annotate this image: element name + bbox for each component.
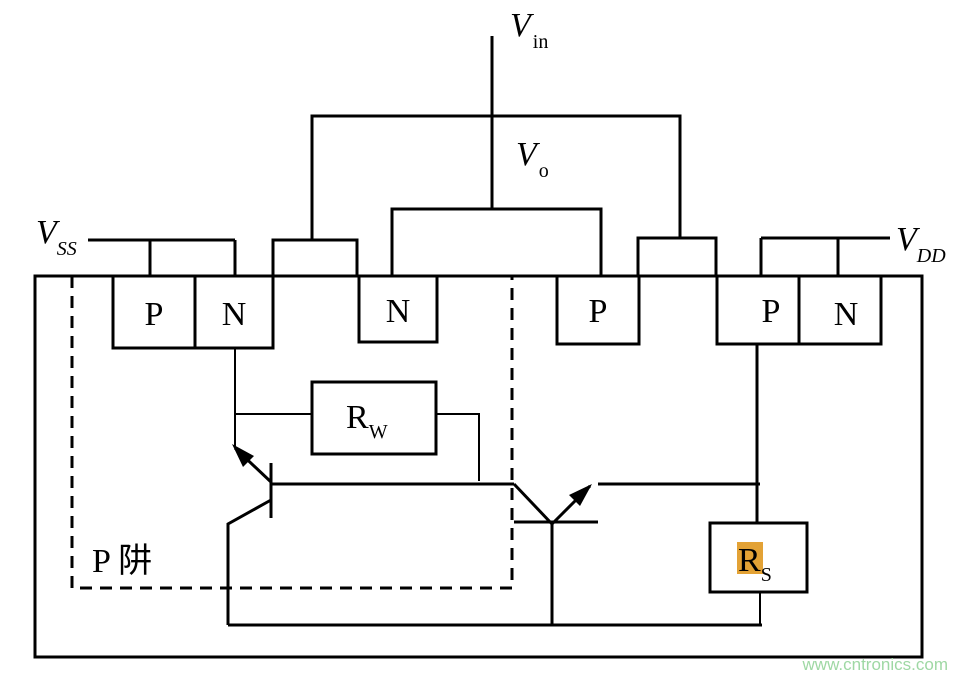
vss-label: VSS: [36, 214, 77, 260]
p-label-right: P: [762, 293, 781, 330]
n-diffusion-right: [797, 274, 883, 346]
rw-label: RW: [346, 399, 388, 443]
p-well-boundary: [70, 276, 514, 590]
output-wire: [390, 207, 603, 277]
n-diffusion-drain: [357, 274, 439, 344]
p-well-label: P 阱: [92, 543, 152, 580]
watermark: www.cntronics.com: [802, 655, 948, 674]
p-diffusion-right: [715, 274, 801, 346]
substrate-outline: [33, 274, 924, 659]
vdd-label: VDD: [896, 221, 946, 267]
p-label-left: P: [145, 296, 164, 333]
pnp-to-npn-leg: [512, 482, 554, 526]
gate-wire: [310, 114, 682, 240]
npn-emitter-arrow: [232, 444, 254, 467]
n-label-left: N: [222, 296, 247, 333]
n-label-drain: N: [386, 293, 411, 330]
rs-label: RS: [738, 542, 772, 586]
npn-collector-leg: [226, 498, 272, 625]
pmos-gate: [636, 236, 718, 277]
rs-highlight: [737, 542, 763, 574]
n-diffusion-left: [193, 274, 275, 350]
p-diffusion-drain: [555, 274, 641, 346]
p-label-drain: P: [589, 293, 608, 330]
pnp-emitter-arrow: [569, 484, 592, 506]
n-label-right: N: [834, 296, 859, 333]
nmos-gate: [271, 238, 359, 277]
rw-right-lead: [436, 413, 480, 481]
rw-resistor: [310, 380, 438, 456]
